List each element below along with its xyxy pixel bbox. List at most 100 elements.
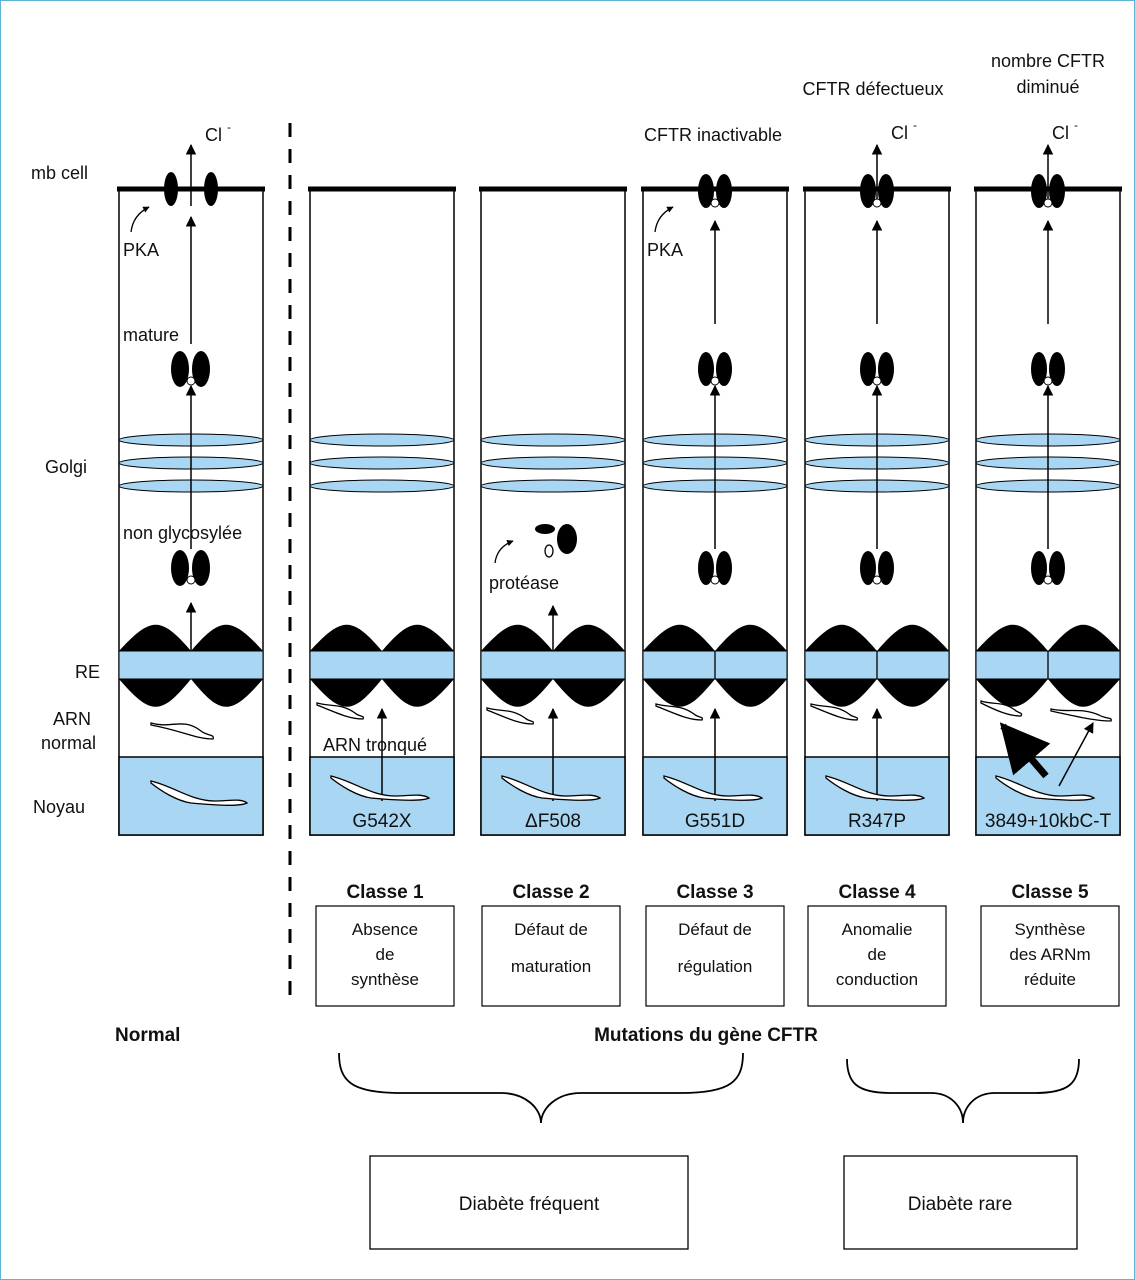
mb-cell-label: mb cell bbox=[31, 163, 88, 183]
brace-classes-1-3 bbox=[338, 1052, 744, 1124]
column-class-1: ARN tronqué G542X bbox=[308, 186, 456, 836]
class-description-line: de bbox=[868, 945, 887, 964]
nombre-cftr-label: nombre CFTR bbox=[991, 51, 1105, 71]
mutations-heading: Mutations du gène CFTR bbox=[594, 1025, 818, 1046]
brace-classes-4-5 bbox=[846, 1058, 1080, 1124]
mutation-code: ΔF508 bbox=[525, 811, 581, 832]
cftr-protein-icon bbox=[860, 352, 894, 386]
cftr-protein-icon bbox=[1031, 352, 1065, 386]
class-panel-5: Classe 5 Synthèse des ARNm réduite bbox=[980, 882, 1120, 1007]
column-class-4: Cl - CFTR défectueux R347P bbox=[802, 79, 951, 836]
outcome-rare-label: Diabète rare bbox=[908, 1194, 1013, 1215]
side-labels: mb cell Golgi RE ARN normal Noyau bbox=[31, 163, 100, 817]
chloride-label: Cl bbox=[1052, 123, 1069, 143]
dna-strand-icon bbox=[501, 775, 602, 801]
chloride-label: Cl bbox=[205, 125, 222, 145]
noyau-label: Noyau bbox=[33, 797, 85, 817]
class-description-line: Absence bbox=[352, 920, 418, 939]
class-description-line: réduite bbox=[1024, 970, 1076, 989]
class-description-line: conduction bbox=[836, 970, 918, 989]
class-description-box bbox=[481, 905, 621, 1007]
column-class-3: PKA CFTR inactivable G551D bbox=[641, 125, 789, 836]
outcome-box-rare bbox=[843, 1155, 1078, 1250]
degraded-protein-icon bbox=[535, 524, 577, 558]
class-title: Classe 4 bbox=[838, 882, 916, 903]
non-glycosylee-label: non glycosylée bbox=[123, 523, 242, 543]
dna-strand-icon bbox=[825, 775, 926, 801]
rna-strand-icon bbox=[1050, 708, 1112, 722]
cftr-inactivable-label: CFTR inactivable bbox=[644, 125, 782, 145]
rna-strand-icon bbox=[150, 722, 214, 740]
bold-arrow-aberrant-rna bbox=[999, 722, 1051, 779]
column-normal: Cl - PKA mature non glycosylée bbox=[117, 120, 265, 836]
cftr-protein-icon bbox=[171, 550, 210, 586]
class-description-line: synthèse bbox=[351, 970, 419, 989]
normal-label: normal bbox=[41, 733, 96, 753]
arrow-normal-rna bbox=[1058, 722, 1094, 787]
class-panel-3: Classe 3 Défaut de régulation bbox=[645, 882, 785, 1007]
class-description-box bbox=[315, 905, 455, 1007]
golgi-cisterna bbox=[309, 479, 455, 493]
chloride-charge: - bbox=[227, 120, 231, 134]
protease-arrow bbox=[494, 540, 514, 564]
truncated-rna-icon bbox=[316, 702, 365, 720]
class-description-box bbox=[980, 905, 1120, 1007]
cftr-defectueux-label: CFTR défectueux bbox=[802, 79, 943, 99]
re-lumen bbox=[118, 650, 264, 680]
golgi-cisterna bbox=[309, 456, 455, 470]
re-black-lobes bbox=[805, 624, 949, 707]
mutation-code: 3849+10kbC-T bbox=[985, 811, 1112, 832]
cftr-channel-defective-icon bbox=[860, 174, 894, 208]
class-title: Classe 2 bbox=[512, 882, 589, 903]
golgi-label: Golgi bbox=[45, 457, 87, 477]
rna-strand-icon bbox=[810, 703, 859, 721]
class-panel-1: Classe 1 Absence de synthèse bbox=[315, 882, 455, 1007]
cftr-protein-icon bbox=[1031, 551, 1065, 585]
re-black-lobes bbox=[119, 624, 263, 707]
pka-arrow bbox=[130, 206, 150, 233]
class-description-line: régulation bbox=[678, 957, 753, 976]
mature-label: mature bbox=[123, 325, 179, 345]
cftr-membrane-channel-icon bbox=[164, 172, 178, 206]
dna-strand-icon bbox=[663, 775, 764, 801]
column-class-5: Cl - nombre CFTR diminué 3849+10kbC-T bbox=[974, 51, 1122, 836]
rna-strand-icon bbox=[655, 703, 704, 721]
dna-strand-icon bbox=[150, 780, 249, 806]
golgi-cisterna bbox=[309, 433, 455, 447]
chloride-charge: - bbox=[913, 118, 917, 132]
class-description-line: des ARNm bbox=[1009, 945, 1090, 964]
class-title: Classe 3 bbox=[676, 882, 753, 903]
class-title: Classe 1 bbox=[346, 882, 424, 903]
re-black-lobes bbox=[643, 624, 787, 707]
re-label: RE bbox=[75, 662, 100, 682]
class-description-line: Anomalie bbox=[842, 920, 913, 939]
chloride-charge: - bbox=[1074, 118, 1078, 132]
dna-strand-icon bbox=[330, 775, 431, 801]
golgi-cisterna bbox=[480, 433, 626, 447]
class-description-line: de bbox=[376, 945, 395, 964]
outcome-box-frequent bbox=[369, 1155, 689, 1250]
class-title: Classe 5 bbox=[1011, 882, 1089, 903]
class-panel-4: Classe 4 Anomalie de conduction bbox=[807, 882, 947, 1007]
golgi-cisterna bbox=[480, 479, 626, 493]
golgi-cisterna bbox=[480, 456, 626, 470]
cftr-membrane-channel-icon bbox=[204, 172, 218, 206]
mutation-code: R347P bbox=[848, 811, 906, 832]
diminue-label: diminué bbox=[1016, 77, 1079, 97]
class-panel-2: Classe 2 Défaut de maturation bbox=[481, 882, 621, 1007]
mutation-code: G542X bbox=[352, 811, 411, 832]
cftr-channel-closed-icon bbox=[698, 174, 732, 208]
class-description-line: Défaut de bbox=[514, 920, 588, 939]
normal-heading: Normal bbox=[115, 1025, 180, 1046]
arn-tronque-label: ARN tronqué bbox=[323, 735, 427, 755]
class-description-line: Synthèse bbox=[1015, 920, 1086, 939]
cftr-channel-icon bbox=[1031, 174, 1065, 208]
cftr-protein-icon bbox=[698, 551, 732, 585]
pka-arrow bbox=[654, 206, 674, 233]
re-lumen bbox=[480, 650, 626, 680]
class-description-line: maturation bbox=[511, 957, 591, 976]
cftr-protein-icon bbox=[171, 351, 210, 387]
re-lumen bbox=[309, 650, 455, 680]
protease-label: protéase bbox=[489, 573, 559, 593]
re-black-lobes bbox=[481, 624, 625, 707]
